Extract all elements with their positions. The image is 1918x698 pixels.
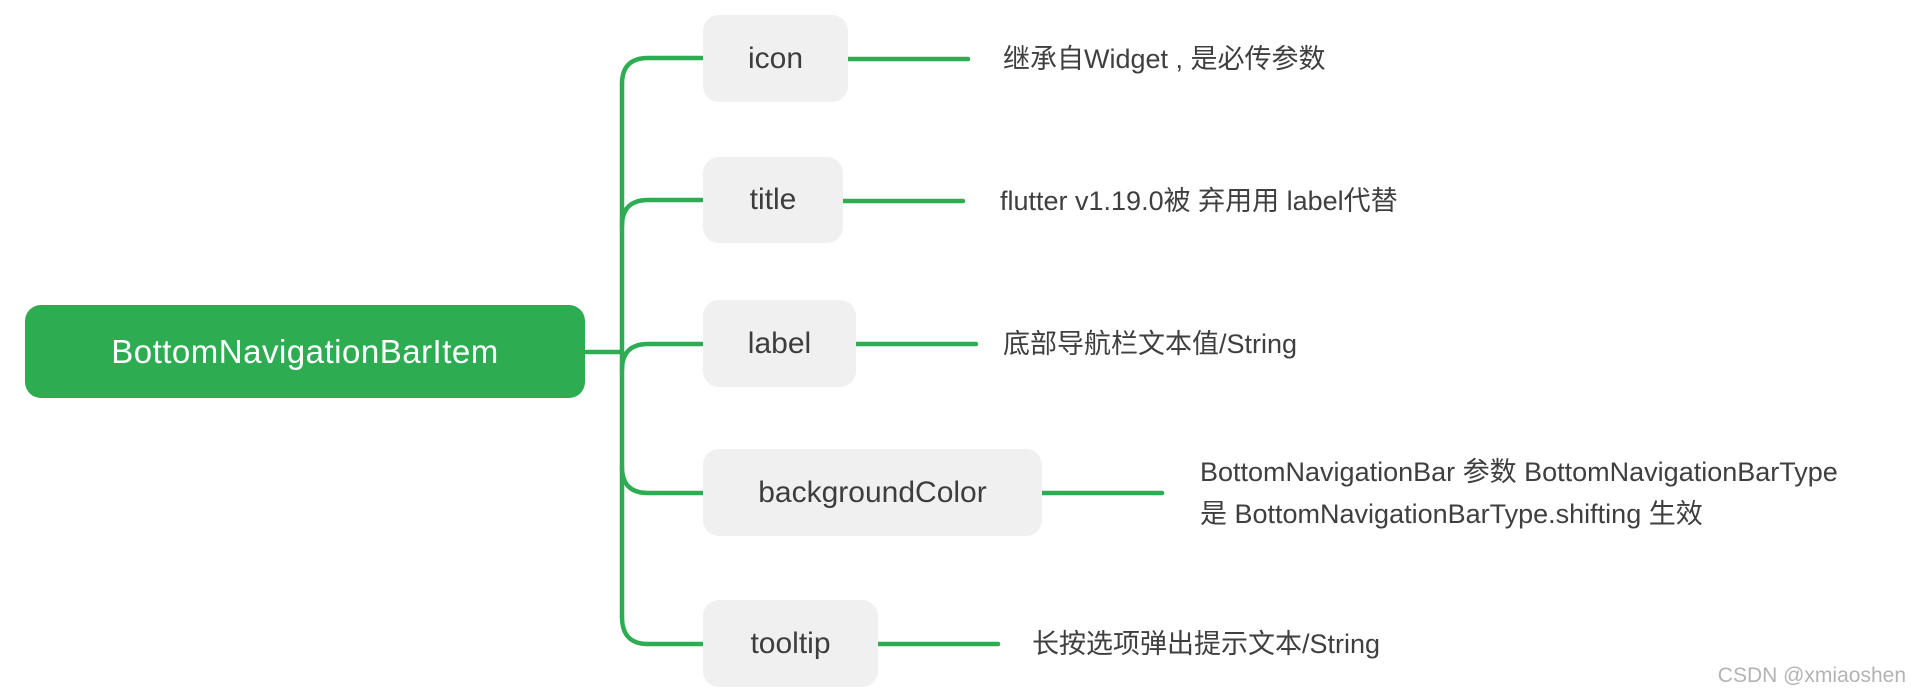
connector-branch-label [619,341,706,373]
topic-title-label: title [749,183,797,216]
description-backgroundcolor-line1: BottomNavigationBar 参数 BottomNavigationB… [1200,457,1838,487]
connector-branch-title [619,197,706,229]
topic-tooltip[interactable]: tooltip [703,600,878,687]
connector-branch-tooltip [619,614,706,647]
description-label: 底部导航栏文本值/String [1003,328,1298,359]
topic-backgroundcolor-label: backgroundColor [758,475,987,509]
topic-title[interactable]: title [703,157,843,243]
topic-label-label: label [747,326,812,360]
topic-label[interactable]: label [703,300,856,387]
root-topic-bottomnavigationbaritem[interactable]: BottomNavigationBarItem [25,305,585,398]
description-backgroundcolor-line2: 是 BottomNavigationBarType.shifting 生效 [1200,499,1703,529]
topic-icon[interactable]: icon [703,15,848,102]
description-title: flutter v1.19.0被 弃用用 label代替 [1000,185,1398,216]
topic-tooltip-label: tooltip [750,626,831,660]
topic-icon-label: icon [747,41,804,75]
description-backgroundcolor: BottomNavigationBar 参数 BottomNavigationB… [1200,451,1838,535]
connector-branch-icon [619,55,706,87]
description-tooltip: 长按选项弹出提示文本/String [1032,628,1381,659]
root-topic-label: BottomNavigationBarItem [111,332,499,370]
description-icon: 继承自Widget , 是必传参数 [1003,43,1326,74]
csdn-watermark: CSDN @xmiaoshen [1717,664,1906,687]
topic-backgroundcolor[interactable]: backgroundColor [703,449,1042,536]
connector-branch-backgroundColor [619,464,706,496]
